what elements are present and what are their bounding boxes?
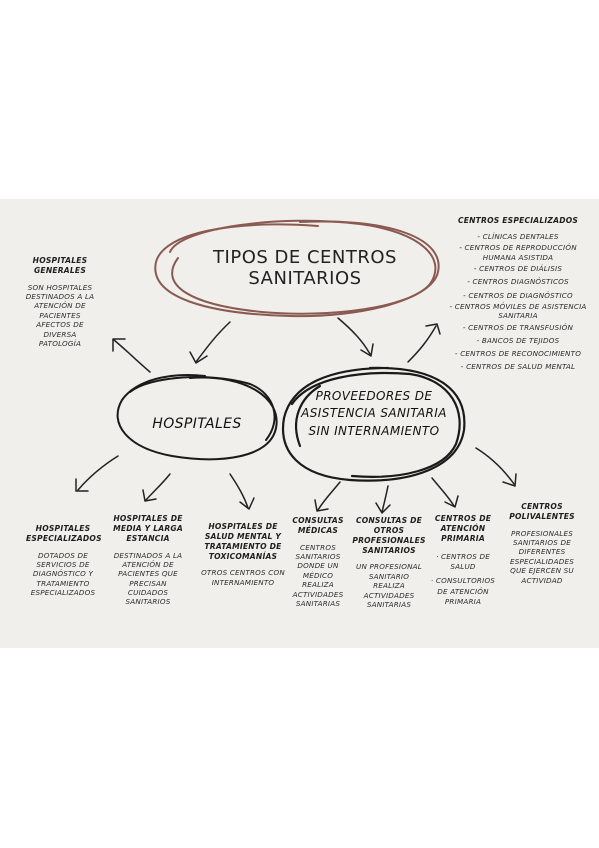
list-item: - CLÍNICAS DENTALES <box>477 231 559 241</box>
list-item: - CENTROS DE DIAGNÓSTICO <box>463 290 573 300</box>
proveedores-hub-label: PROVEEDORES DE ASISTENCIA SANITARIA SIN … <box>288 388 460 440</box>
list-item: - CENTROS DE DIÁLISIS <box>473 263 563 273</box>
proveedores-line2: ASISTENCIA SANITARIA <box>301 406 447 421</box>
list-item: - CENTROS DE TRANSFUSIÓN <box>462 322 574 332</box>
node-consultas-otros: CONSULTAS DE OTROS PROFESIONALES SANITAR… <box>352 516 426 609</box>
list-item: - CENTROS DE SALUD MENTAL <box>460 362 576 372</box>
hospitales-salud-mental-title: HOSPITALES DE SALUD MENTAL Y TRATAMIENTO… <box>204 522 282 561</box>
hospitales-especializados-title: HOSPITALES ESPECIALIZADOS <box>26 524 102 543</box>
centros-polivalentes-desc: PROFESIONALES SANITARIOS DE DIFERENTES E… <box>509 528 575 585</box>
main-title-line2: SANITARIOS <box>248 267 362 289</box>
list-item: · CONSULTORIOS DE ATENCIÓN PRIMARIA <box>430 576 496 607</box>
hospitales-especializados-desc: DOTADOS DE SERVICIOS DE DIAGNÓSTICO Y TR… <box>30 550 96 598</box>
node-hospitales-generales: HOSPITALES GENERALES SON HOSPITALES DEST… <box>24 256 96 348</box>
node-hospitales-especializados: HOSPITALES ESPECIALIZADOS DOTADOS DE SER… <box>26 524 102 598</box>
title-oval <box>154 219 440 318</box>
consultas-medicas-title: CONSULTAS MÉDICAS <box>292 516 344 535</box>
node-centros-polivalentes: CENTROS POLIVALENTES PROFESIONALES SANIT… <box>504 502 580 585</box>
list-item: · CENTROS DE SALUD <box>436 551 490 572</box>
node-hospitales-media-larga: HOSPITALES DE MEDIA Y LARGA ESTANCIA DES… <box>110 514 186 607</box>
hospitales-salud-mental-desc: OTROS CENTROS CON INTERNAMIENTO <box>201 568 285 587</box>
node-centros-atencion-primaria: CENTROS DE ATENCIÓN PRIMARIA · CENTROS D… <box>428 514 498 612</box>
paper-background <box>0 199 599 648</box>
consultas-otros-title: CONSULTAS DE OTROS PROFESIONALES SANITAR… <box>352 516 426 555</box>
main-title: TIPOS DE CENTROS SANITARIOS <box>190 247 420 289</box>
centros-polivalentes-title: CENTROS POLIVALENTES <box>509 502 575 521</box>
centros-especializados-title: CENTROS ESPECIALIZADOS <box>457 216 579 225</box>
hospitales-oval <box>116 374 278 461</box>
hospitales-media-larga-desc: DESTINADOS A LA ATENCIÓN DE PACIENTES QU… <box>113 550 183 607</box>
proveedores-line3: SIN INTERNAMIENTO <box>308 423 440 438</box>
hospitales-hub-label: HOSPITALES <box>152 416 242 432</box>
centros-atencion-primaria-title: CENTROS DE ATENCIÓN PRIMARIA <box>434 514 492 543</box>
hospitales-generales-title: HOSPITALES GENERALES <box>32 256 88 275</box>
consultas-otros-desc: UN PROFESIONAL SANITARIO REALIZA ACTIVID… <box>355 562 423 609</box>
proveedores-oval <box>281 366 466 482</box>
node-hospitales-salud-mental: HOSPITALES DE SALUD MENTAL Y TRATAMIENTO… <box>198 522 288 587</box>
centros-especializados-list: - CLÍNICAS DENTALES - CENTROS DE REPRODU… <box>442 230 594 374</box>
list-item: - CENTROS MÓVILES DE ASISTENCIA SANITARI… <box>449 301 587 321</box>
hospitales-media-larga-title: HOSPITALES DE MEDIA Y LARGA ESTANCIA <box>113 514 183 543</box>
connector-arrows <box>75 317 517 514</box>
main-title-line1: TIPOS DE CENTROS <box>213 247 397 268</box>
list-item: - CENTROS DIAGNÓSTICOS <box>467 277 569 287</box>
node-centros-especializados: CENTROS ESPECIALIZADOS - CLÍNICAS DENTAL… <box>442 216 594 374</box>
list-item: - BANCOS DE TEJIDOS <box>476 335 560 345</box>
hospitales-generales-desc: SON HOSPITALES DESTINADOS A LA ATENCIÓN … <box>25 282 95 348</box>
consultas-medicas-desc: CENTROS SANITARIOS DONDE UN MÉDICO REALI… <box>292 542 344 608</box>
list-item: - CENTROS DE RECONOCIMIENTO <box>454 349 582 359</box>
proveedores-line1: PROVEEDORES DE <box>315 389 433 403</box>
list-item: - CENTROS DE REPRODUCCIÓN HUMANA ASISTID… <box>459 243 577 262</box>
node-consultas-medicas: CONSULTAS MÉDICAS CENTROS SANITARIOS DON… <box>286 516 350 608</box>
centros-atencion-primaria-list: · CENTROS DE SALUD · CONSULTORIOS DE ATE… <box>428 552 498 608</box>
